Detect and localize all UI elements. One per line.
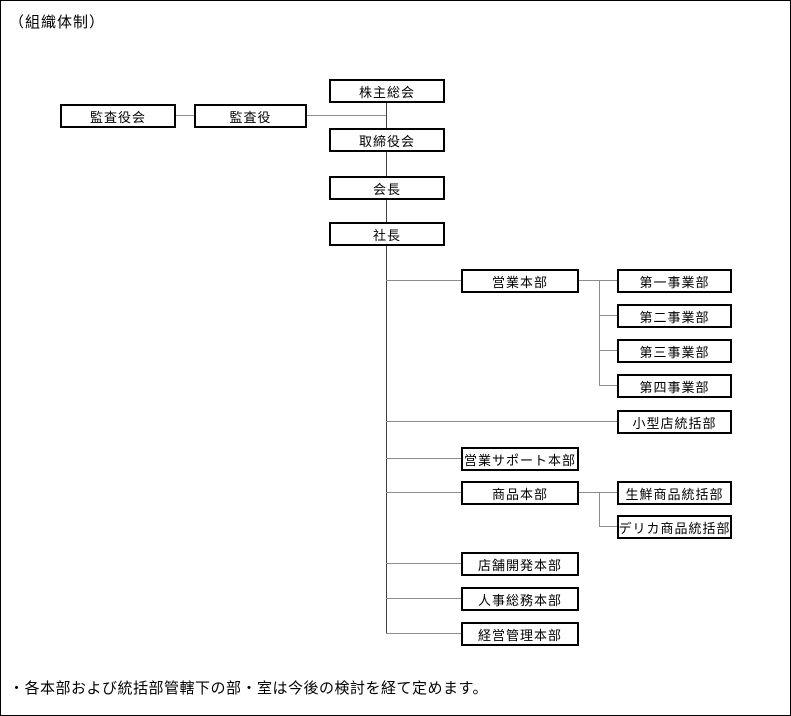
connector-board-chairman	[386, 152, 387, 176]
org-node-board-of-directors: 取締役会	[329, 128, 445, 152]
connector-auditboard-auditor	[176, 115, 194, 116]
connector-trunk-sales-hq	[386, 280, 461, 281]
connector-shareholders-board	[386, 103, 387, 128]
org-node-hr-general-affairs-hq: 人事総務本部	[461, 587, 579, 611]
org-node-management-admin-hq: 経営管理本部	[461, 622, 579, 646]
org-node-division-4: 第四事業部	[617, 374, 732, 398]
org-node-sales-support-hq: 営業サポート本部	[461, 447, 579, 471]
org-node-shareholders-meeting: 株主総会	[329, 79, 445, 103]
org-node-auditor: 監査役	[194, 104, 307, 128]
connector-chairman-president	[386, 200, 387, 222]
footnote: ・各本部および統括部管轄下の部・室は今後の検討を経て定めます。	[9, 679, 489, 697]
org-node-deli-food-div: デリカ商品統括部	[617, 515, 732, 539]
connector-sales-hq-division1	[579, 280, 617, 281]
connector-trunk-sales-support	[386, 458, 461, 459]
org-node-audit-board: 監査役会	[60, 104, 176, 128]
org-node-division-3: 第三事業部	[617, 339, 732, 363]
org-node-store-development-hq: 店舗開発本部	[461, 552, 579, 576]
connector-trunk-mgmt	[386, 633, 461, 634]
org-node-chairman: 会長	[329, 176, 445, 200]
org-node-president: 社長	[329, 222, 445, 246]
connector-rail-division2	[599, 315, 617, 316]
connector-trunk-small-store	[386, 421, 617, 422]
org-node-merchandise-hq: 商品本部	[461, 481, 579, 505]
org-node-division-2: 第二事業部	[617, 304, 732, 328]
org-node-fresh-food-div: 生鮮商品統括部	[617, 481, 732, 505]
connector-rail-division4	[599, 385, 617, 386]
connector-trunk-hr	[386, 598, 461, 599]
connector-merchandise-fresh	[579, 492, 617, 493]
page-title: （組織体制）	[9, 13, 106, 31]
connector-trunk-store-dev	[386, 563, 461, 564]
connector-rail-deli	[599, 526, 617, 527]
connector-auditor-spine	[307, 115, 386, 116]
org-node-sales-hq: 営業本部	[461, 269, 579, 293]
connector-sales-divisions-rail	[599, 280, 600, 386]
org-node-division-1: 第一事業部	[617, 269, 732, 293]
connector-president-trunk	[386, 246, 387, 634]
connector-rail-division3	[599, 350, 617, 351]
org-node-small-store-div: 小型店統括部	[617, 410, 732, 434]
connector-merchandise-rail	[599, 492, 600, 527]
connector-trunk-merchandise	[386, 492, 461, 493]
